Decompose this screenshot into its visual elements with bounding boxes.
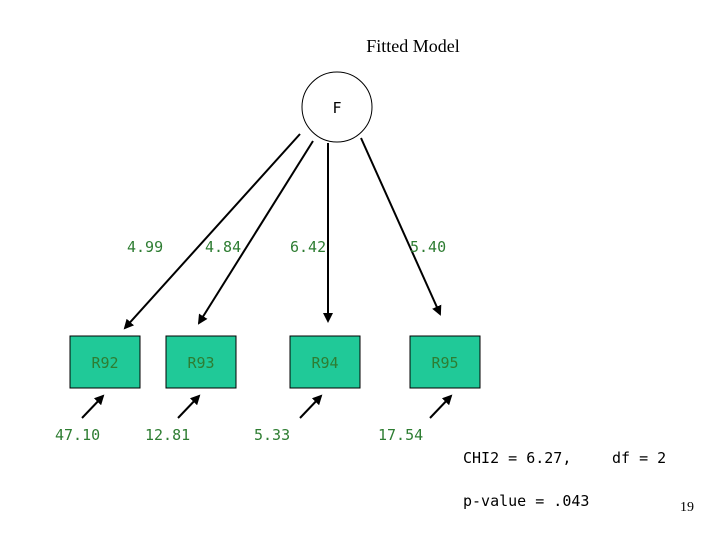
loading-arrow-r92 (123, 133, 301, 330)
loading-arrow-r95 (360, 137, 442, 316)
indicator-label-r94: R94 (311, 354, 338, 372)
loading-arrow-r93 (197, 140, 314, 325)
df-stat: df = 2 (612, 449, 666, 467)
factor-label: F (332, 99, 341, 117)
indicator-label-r92: R92 (91, 354, 118, 372)
indicator-box-r92 (69, 335, 141, 389)
error-label-r95: 17.54 (378, 426, 423, 444)
error-arrow-r95 (429, 394, 453, 419)
error-label-r94: 5.33 (254, 426, 290, 444)
page-number: 19 (680, 500, 694, 515)
loading-label-r92: 4.99 (127, 238, 163, 256)
error-arrow-r92 (81, 394, 105, 419)
indicator-label-r93: R93 (187, 354, 214, 372)
loading-label-r93: 4.84 (205, 238, 241, 256)
indicator-box-r94 (289, 335, 361, 389)
chi2-stat: CHI2 = 6.27, (463, 449, 571, 467)
indicator-box-r95 (409, 335, 481, 389)
error-label-r92: 47.10 (55, 426, 100, 444)
factor-circle (301, 71, 373, 143)
loading-label-r95: 5.40 (410, 238, 446, 256)
error-arrow-r94 (299, 394, 323, 419)
diagram-title: Fitted Model (366, 36, 460, 56)
error-label-r93: 12.81 (145, 426, 190, 444)
indicator-box-r93 (165, 335, 237, 389)
loading-label-r94: 6.42 (290, 238, 326, 256)
indicator-label-r95: R95 (431, 354, 458, 372)
pvalue-stat: p-value = .043 (463, 492, 589, 510)
error-arrow-r93 (177, 394, 201, 419)
